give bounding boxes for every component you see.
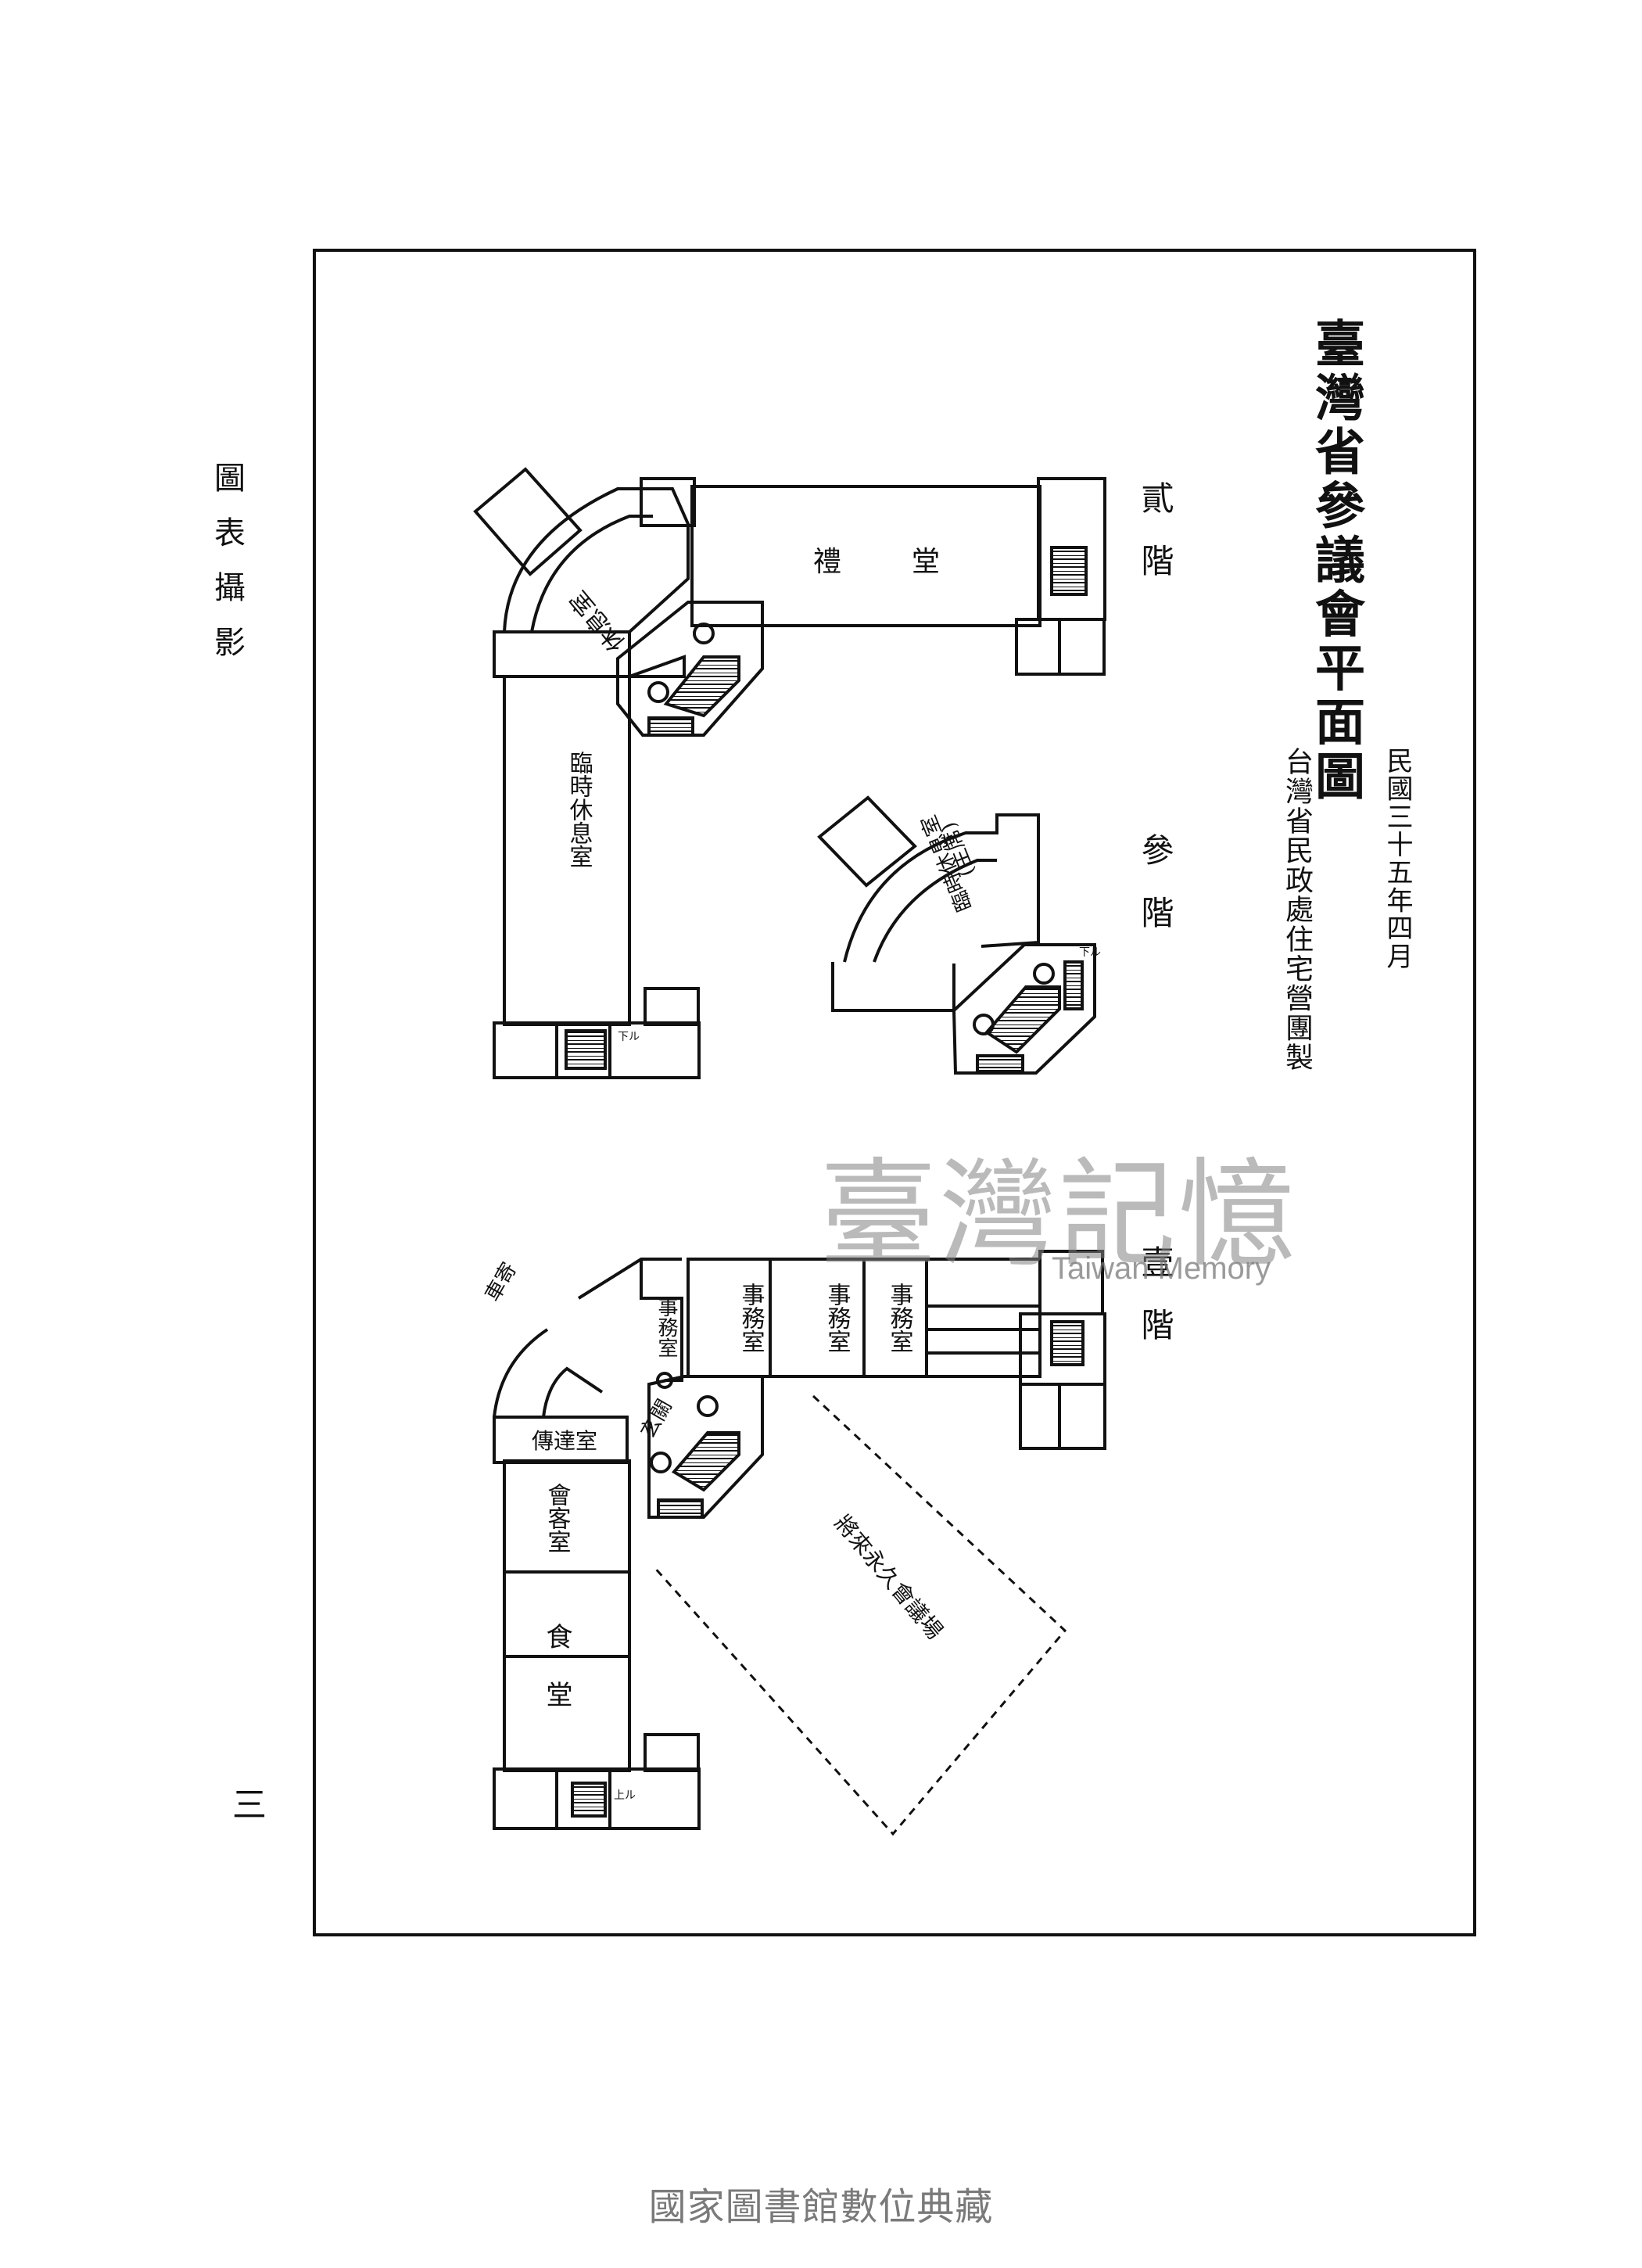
label-garage: 車寄 [481, 1258, 522, 1305]
main-title: 臺灣省參議會平面圖 [1307, 318, 1365, 805]
label-office-3: 事務室 [823, 1283, 851, 1353]
label-lobby: 玄關 [636, 1395, 677, 1442]
floor-label-first: 壹階 [1136, 1245, 1174, 1370]
label-relay: 傳達室 [532, 1428, 597, 1454]
side-title: 圖表攝影 [209, 461, 245, 680]
label-down-2f: 下ル [618, 1031, 640, 1043]
watermark-chinese: 臺灣記憶 [819, 1147, 1299, 1283]
label-office-1: 事務室 [654, 1297, 678, 1358]
page-number: 三 [226, 1786, 266, 1826]
watermark-english: Taiwan Memory [1052, 1251, 1271, 1286]
label-hall: 禮堂 [813, 546, 1010, 578]
third-floor-plan [817, 795, 1096, 1075]
label-future-hall: 將來永久會議場 [830, 1510, 948, 1644]
floor-label-third: 參階 [1136, 833, 1174, 958]
first-floor-plan [493, 1250, 1106, 1836]
label-rest-2f: 休息室 [565, 585, 631, 656]
label-office-2: 事務室 [737, 1283, 765, 1353]
floor-label-second: 貳階 [1136, 481, 1174, 606]
label-dining: 食堂 [541, 1623, 572, 1739]
drawing-frame [313, 249, 1476, 1936]
second-floor-plan [473, 467, 1106, 1079]
label-down-3f: 下ル [1079, 946, 1101, 959]
label-reception: 會客室 [543, 1483, 571, 1553]
maker-text: 台灣省民政處住宅營團製 [1281, 747, 1313, 1072]
footer-credit: 國家圖書館數位典藏 [648, 2185, 994, 2229]
label-up-1f: 上ル [614, 1789, 636, 1802]
label-temp-rest-2f: 臨時休息室 [565, 751, 593, 868]
label-office-4: 事務室 [886, 1283, 913, 1353]
date-text: 民國三十五年四月 [1382, 747, 1413, 971]
